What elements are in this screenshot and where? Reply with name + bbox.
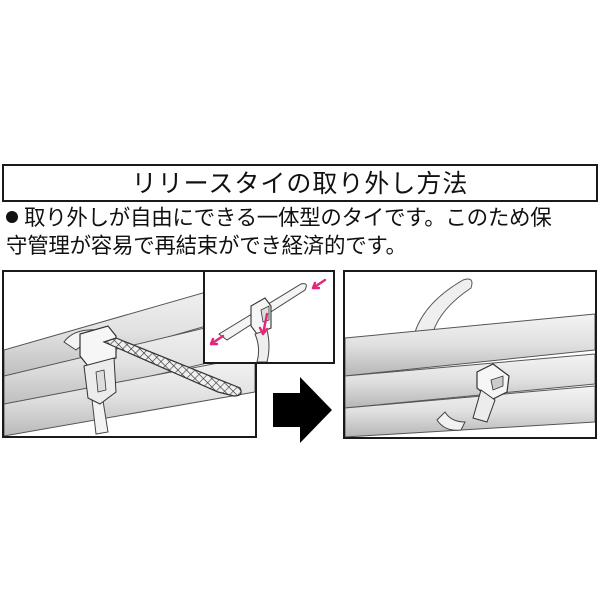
- cable-tie-fastened-illustration: [4, 277, 255, 436]
- bullet-icon: [6, 211, 18, 223]
- release-detail-illustration: [209, 278, 327, 362]
- right-arrow-icon: [273, 377, 333, 443]
- description: 取り外しが自由にできる一体型のタイです。このため保 守管理が容易で再結束ができ経…: [6, 205, 598, 261]
- description-line-2: 守管理が容易で再結束ができ経済的です。: [6, 234, 407, 259]
- title-box: リリースタイの取り外し方法: [2, 164, 598, 202]
- illustration-after: [343, 270, 597, 439]
- description-line-1: 取り外しが自由にできる一体型のタイです。このため保: [6, 205, 598, 233]
- page-title: リリースタイの取り外し方法: [131, 168, 469, 198]
- inset-release-detail: [203, 270, 335, 364]
- cable-tie-released-illustration: [345, 278, 595, 437]
